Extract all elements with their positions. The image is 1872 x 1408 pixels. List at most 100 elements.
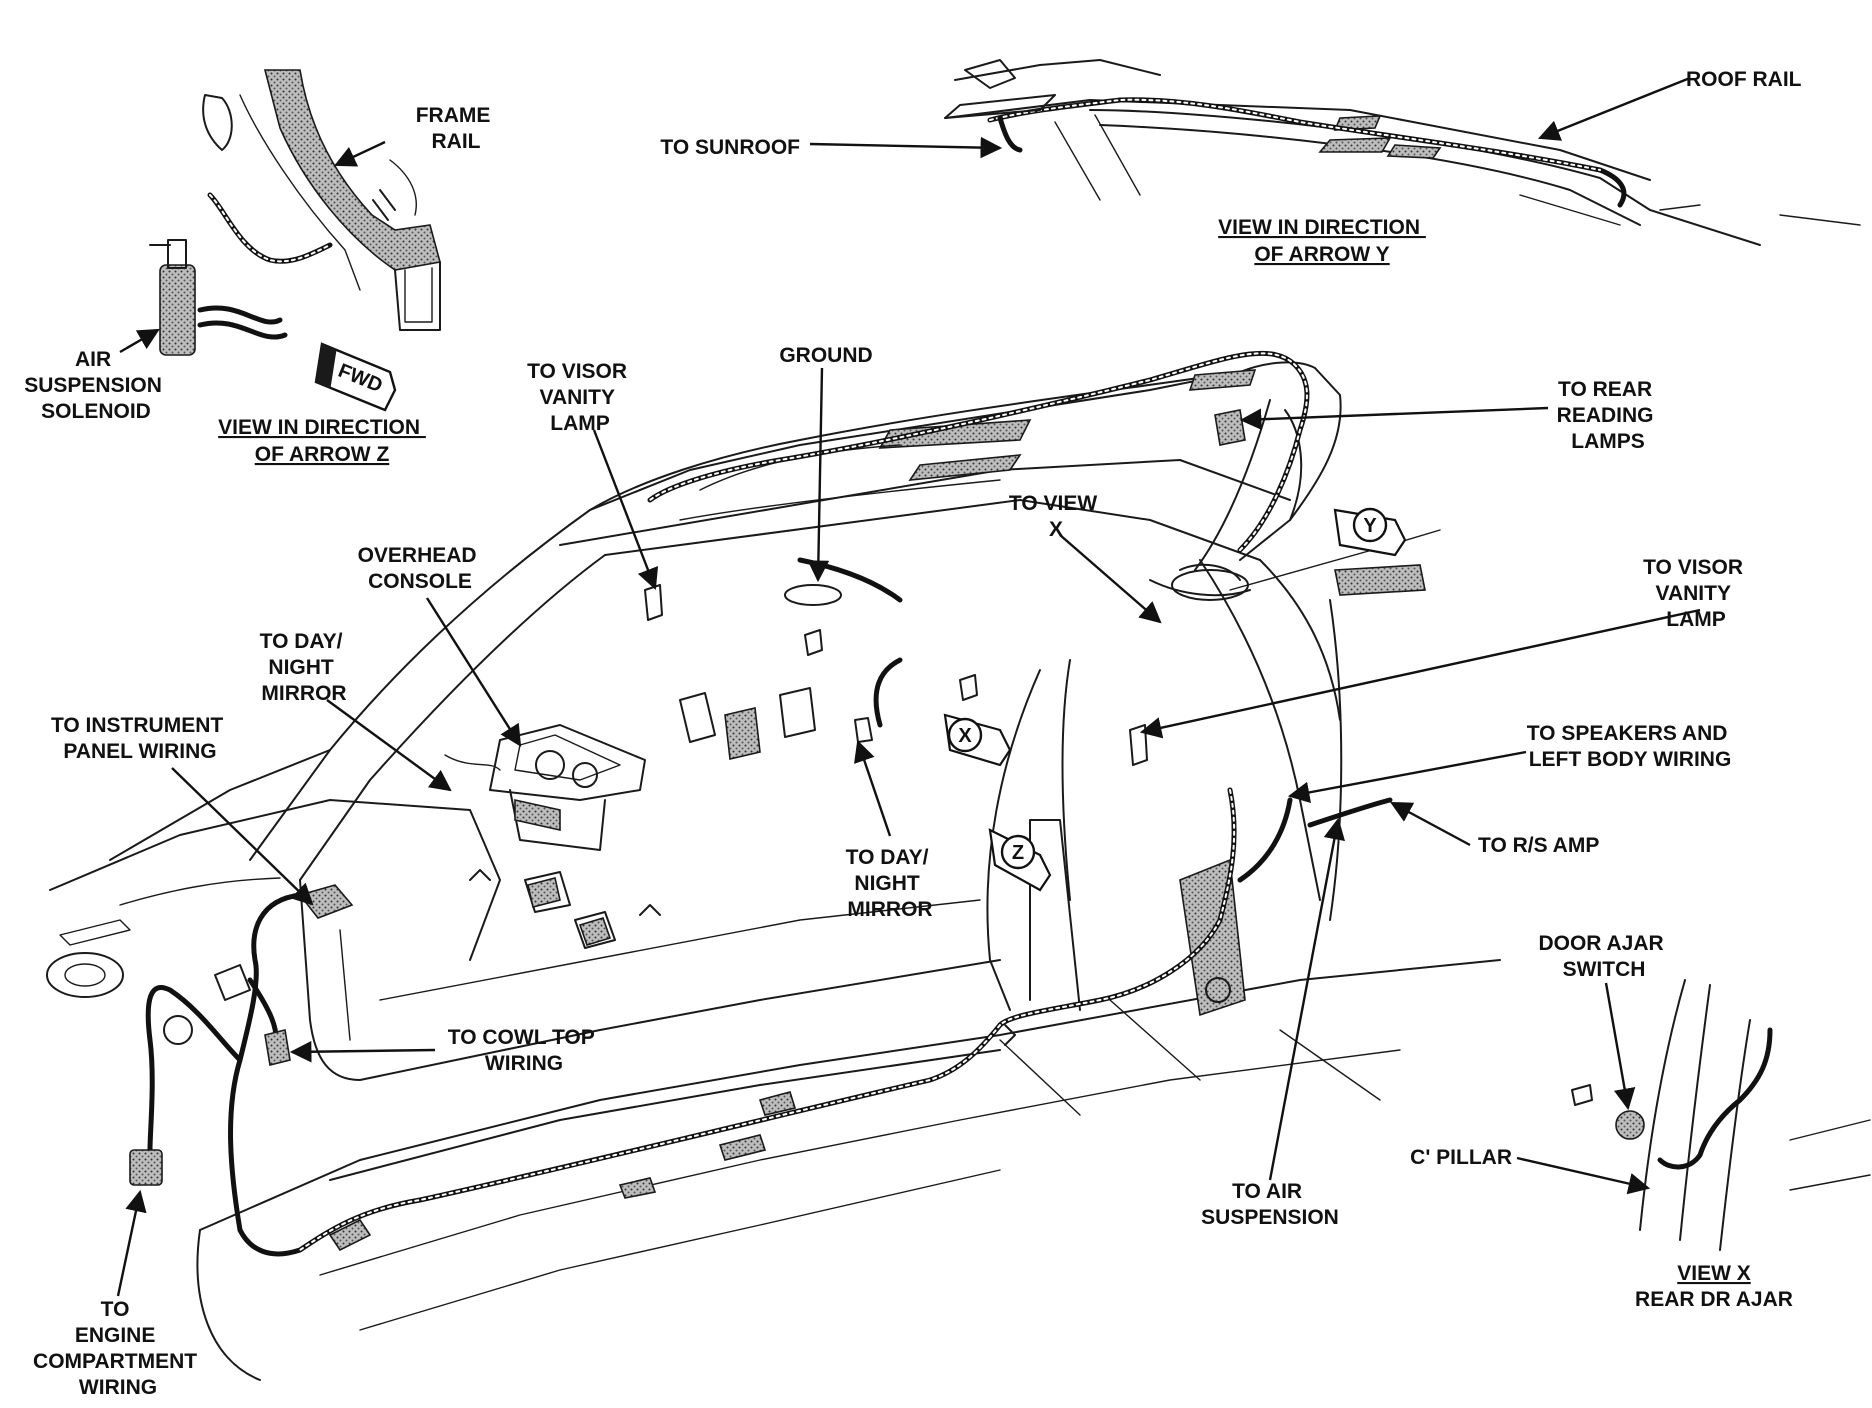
roof-edge-line bbox=[1779, 214, 1861, 226]
overhead-console bbox=[444, 724, 646, 851]
label-c-pillar: C' PILLAR bbox=[1410, 1146, 1512, 1169]
frame-rail-end bbox=[394, 261, 441, 331]
d-pillar-line bbox=[1194, 399, 1271, 571]
label-frame-rail: FRAME RAIL bbox=[416, 104, 497, 153]
label-to-speakers-left-body-wiring: TO SPEAKERS AND LEFT BODY WIRING bbox=[1527, 722, 1734, 771]
label-roof-rail: ROOF RAIL bbox=[1686, 68, 1802, 91]
roof-harness bbox=[987, 97, 1627, 208]
roof-bow-2 bbox=[908, 454, 1022, 481]
engine-compartment-connector bbox=[129, 1149, 163, 1186]
connector-block-1 bbox=[679, 692, 716, 743]
label-door-ajar-switch: DOOR AJAR SWITCH bbox=[1538, 932, 1669, 981]
label-ground: GROUND bbox=[779, 344, 872, 367]
inset-z-harness-dash bbox=[209, 194, 331, 263]
kick-panel bbox=[196, 1229, 261, 1381]
dash-round-opening bbox=[46, 952, 124, 998]
leader-cowl-top bbox=[289, 1040, 436, 1063]
mirror-branch bbox=[873, 657, 903, 728]
grommet bbox=[1205, 977, 1231, 1003]
header-rail bbox=[559, 459, 1291, 546]
dash-outline bbox=[49, 799, 501, 961]
a-pillar-inner bbox=[299, 554, 606, 881]
roof-front-edge bbox=[589, 371, 1241, 511]
label-view-x: VIEW X bbox=[1677, 1262, 1751, 1285]
label-overhead-console: OVERHEAD CONSOLE bbox=[358, 544, 483, 593]
leader-view-x bbox=[1059, 534, 1162, 624]
leader-mirror-left bbox=[326, 699, 452, 792]
leader-instrument-panel bbox=[171, 767, 314, 906]
rear-reading-lamp-connector bbox=[1214, 409, 1246, 446]
roof-harness-main-dash bbox=[649, 352, 1308, 551]
floor-line-2 bbox=[359, 1169, 1001, 1331]
b-pillar-trim bbox=[1029, 819, 1081, 1011]
view-marker-x-letter: X bbox=[958, 725, 972, 747]
label-to-engine-compartment-wiring: TO ENGINE COMPARTMENT WIRING bbox=[33, 1298, 203, 1399]
engine-compartment-branch bbox=[145, 985, 243, 1153]
roof-line-1 bbox=[954, 59, 1161, 81]
c-pillar-line bbox=[1329, 599, 1343, 921]
fwd-arrow: FWD bbox=[314, 342, 397, 412]
door-opening-inner bbox=[339, 899, 981, 1041]
cowl-top-line bbox=[109, 749, 331, 861]
label-air-suspension-solenoid: AIR SUSPENSION SOLENOID bbox=[24, 348, 168, 423]
door-ajar-screw bbox=[1571, 1084, 1593, 1106]
label-rear-dr-ajar: REAR DR AJAR bbox=[1635, 1288, 1793, 1311]
floor-seams bbox=[999, 999, 1381, 1116]
inset-x-pillar-3 bbox=[1719, 1019, 1751, 1251]
label-to-day-night-mirror-center: TO DAY/ NIGHT MIRROR bbox=[846, 846, 935, 921]
inset-view-z: FWD bbox=[149, 69, 442, 412]
ground-terminal bbox=[784, 584, 842, 606]
inset-x-harness bbox=[1657, 1027, 1773, 1170]
floor-line-1 bbox=[319, 1049, 1401, 1276]
a-pillar-harness bbox=[228, 892, 303, 1233]
label-to-visor-vanity-lamp-left: TO VISOR VANITY LAMP bbox=[527, 360, 633, 435]
cowl-top-connector bbox=[264, 1029, 291, 1066]
front-door-opening bbox=[299, 879, 1001, 1081]
leader-engine-compartment bbox=[116, 1189, 147, 1297]
floor-clip bbox=[1004, 1024, 1016, 1046]
roof-misc-lines bbox=[1054, 114, 1701, 226]
components bbox=[129, 409, 1426, 1186]
leader-door-ajar bbox=[1604, 982, 1636, 1111]
visor-lamp-connector-left bbox=[644, 584, 663, 621]
inset-x-pillar-1 bbox=[1639, 979, 1686, 1231]
view-marker-x: X bbox=[943, 713, 1012, 767]
leader-mirror-center bbox=[854, 739, 892, 837]
quarter-trim-shaded bbox=[1179, 858, 1246, 1017]
leader-visor-left bbox=[592, 429, 659, 591]
rocker-clips bbox=[328, 1091, 797, 1252]
air-suspension-solenoid-stem bbox=[167, 239, 187, 269]
label-to-rear-reading-lamps: TO REAR READING LAMPS bbox=[1557, 378, 1660, 453]
leader-frame-rail bbox=[334, 140, 386, 167]
roof-bow-3 bbox=[1188, 369, 1257, 391]
leader-solenoid bbox=[119, 328, 160, 354]
engine-grommet bbox=[163, 1015, 193, 1045]
leader-ground bbox=[807, 367, 830, 583]
label-to-view-x: TO VIEW X bbox=[1009, 492, 1103, 541]
label-to-air-suspension: TO AIR SUSPENSION bbox=[1201, 1180, 1339, 1229]
quarter-glass-edge bbox=[1259, 559, 1341, 721]
console-branch bbox=[797, 557, 903, 603]
inset-x-pillar-2 bbox=[1679, 984, 1711, 1241]
leader-speakers bbox=[1287, 750, 1527, 804]
label-to-day-night-mirror-left: TO DAY/ NIGHT MIRROR bbox=[260, 630, 349, 705]
leader-sunroof bbox=[809, 136, 1003, 159]
roof-line-2 bbox=[944, 99, 1651, 181]
inset-x-lines bbox=[1789, 1119, 1871, 1191]
mirror-connector bbox=[854, 717, 873, 743]
door-ajar-switch-body bbox=[1615, 1110, 1645, 1140]
body-harness-upper-dash bbox=[999, 789, 1236, 1026]
label-to-instrument-panel-wiring: TO INSTRUMENT PANEL WIRING bbox=[51, 714, 229, 763]
rocker-outer bbox=[199, 959, 1501, 1231]
connector-block-3 bbox=[779, 687, 816, 738]
roof-rail-clips bbox=[1318, 115, 1442, 159]
inset-z-bracket bbox=[202, 94, 233, 151]
view-marker-y: Y bbox=[1333, 507, 1407, 557]
view-marker-z-letter: Z bbox=[1012, 842, 1024, 864]
header-rail-lower bbox=[604, 499, 1261, 561]
leader-rs-amp bbox=[1390, 801, 1471, 847]
label-to-visor-vanity-lamp-right: TO VISOR VANITY LAMP bbox=[1643, 556, 1749, 631]
solenoid-wire bbox=[197, 305, 288, 340]
